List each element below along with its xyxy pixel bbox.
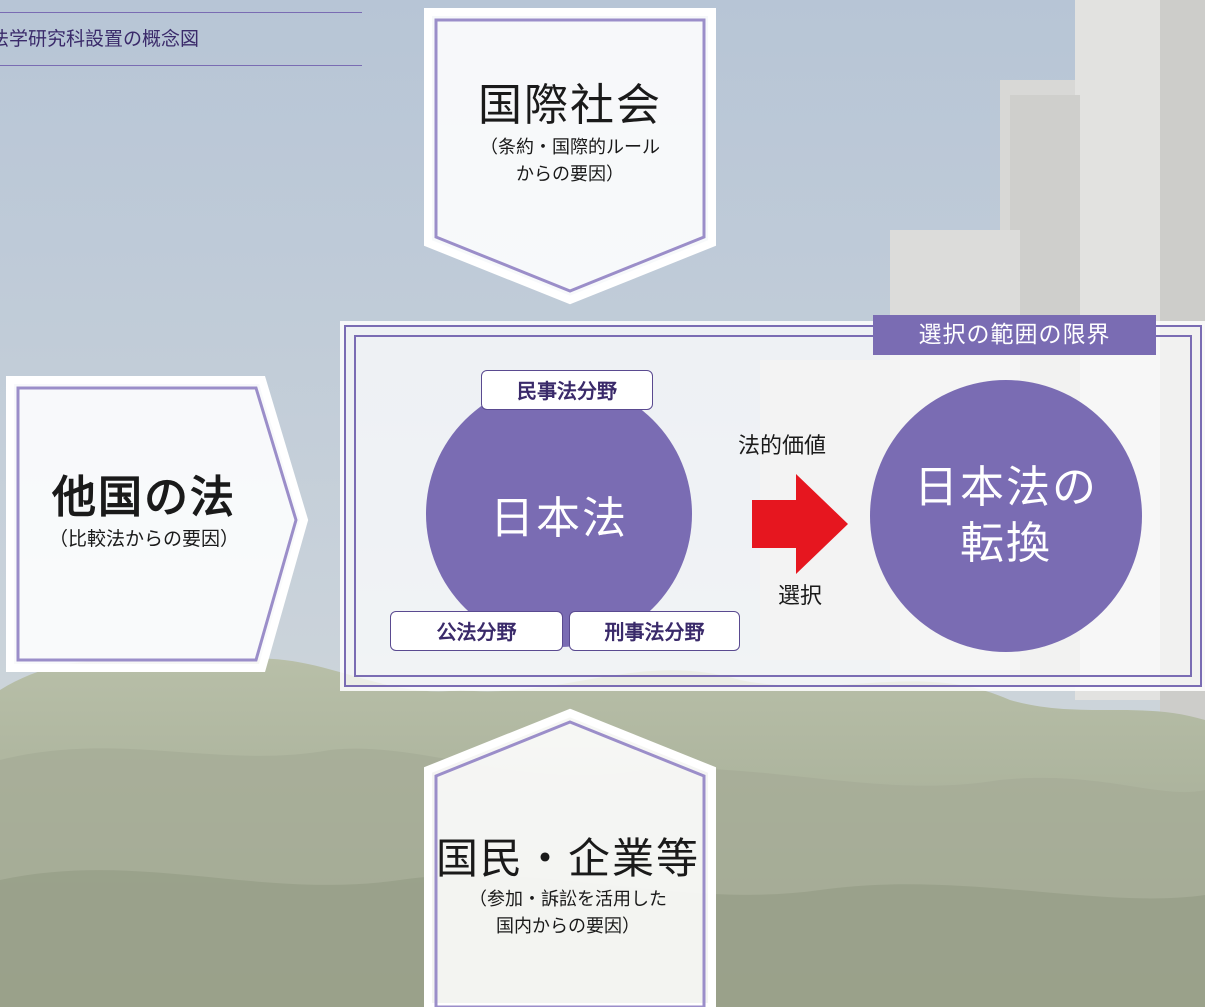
international-title: 国際社会	[478, 80, 662, 131]
international-sub-line1: （条約・国際的ルール	[480, 137, 660, 158]
civil-law-tag: 民事法分野	[481, 370, 653, 410]
caption-text: 法学研究科設置の概念図	[0, 28, 200, 50]
frame-label: 選択の範囲の限界	[873, 315, 1156, 355]
citizen-title: 国民・企業等	[435, 834, 700, 883]
foreign-sub: （比較法からの要因）	[48, 528, 239, 550]
citizen-factor: 国民・企業等 （参加・訴訟を活用した 国内からの要因）	[418, 832, 718, 940]
right-arrow-icon	[752, 474, 848, 574]
japan-law-circle: 日本法	[426, 381, 692, 647]
frame-inner-border	[354, 335, 1192, 677]
international-shape	[424, 8, 716, 305]
international-factor: 国際社会 （条約・国際的ルール からの要因）	[430, 78, 710, 188]
legal-value-label: 法的価値	[738, 434, 827, 459]
japan-law-transformation-circle: 日本法の 転換	[870, 380, 1142, 652]
international-sub-line2: からの要因）	[516, 164, 624, 185]
foreign-factor: 他国の法 （比較法からの要因）	[10, 470, 278, 553]
citizen-sub-line2: 国内からの要因）	[496, 916, 640, 937]
diagram-caption: 法学研究科設置の概念図	[0, 12, 362, 66]
criminal-law-tag: 刑事法分野	[569, 611, 740, 651]
citizen-shape	[424, 708, 716, 1007]
result-line1: 日本法の	[914, 462, 1098, 513]
choice-label: 選択	[778, 584, 823, 609]
foreign-title: 他国の法	[52, 472, 236, 523]
public-law-tag: 公法分野	[390, 611, 563, 651]
foreign-shape	[6, 376, 309, 672]
citizen-sub-line1: （参加・訴訟を活用した	[469, 889, 667, 910]
result-line2: 転換	[960, 518, 1052, 569]
japan-law-label: 日本法	[490, 493, 628, 544]
